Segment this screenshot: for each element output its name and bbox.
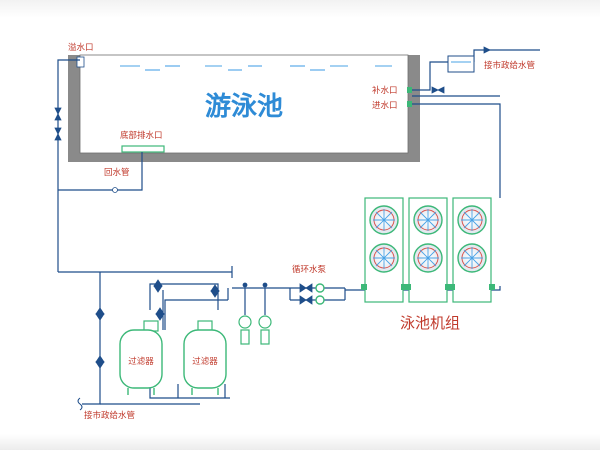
heat-pump-unit: [449, 197, 495, 303]
dosing-pump-icon: [258, 315, 272, 329]
valve-icon: [95, 361, 105, 369]
makeup-tank: [447, 55, 475, 73]
dosing-tank: [240, 329, 250, 345]
filter-2-label: 过滤器: [192, 356, 218, 367]
dosing-units: [238, 315, 272, 345]
municipal-top-label: 接市政给水管: [484, 60, 535, 71]
valve-icon: [153, 279, 163, 287]
pool: 游泳池: [68, 54, 420, 162]
valve-icon: [210, 290, 220, 298]
inlet-label: 进水口: [372, 100, 398, 111]
dosing-tank: [260, 329, 270, 345]
valve-icon: [153, 285, 163, 293]
municipal-bottom-label: 接市政给水管: [84, 410, 135, 421]
pipes: [57, 49, 540, 405]
inlet-fitting: [407, 101, 412, 107]
valve-icon: [437, 86, 445, 94]
dosing-pump-icon: [238, 315, 252, 329]
pump-icon: [315, 295, 325, 305]
valve-icon: [95, 355, 105, 363]
valve-icon: [54, 107, 62, 115]
pool-title: 游泳池: [205, 92, 283, 122]
valve-icon: [95, 313, 105, 321]
pump-icon: [315, 283, 325, 293]
valve-icon: [431, 86, 439, 94]
valve-icon: [483, 46, 491, 54]
valve-icon: [299, 295, 307, 305]
valve-icon: [242, 282, 248, 288]
filter-1-label: 过滤器: [128, 356, 154, 367]
valve-icon: [305, 295, 313, 305]
valve-icon: [54, 127, 62, 135]
unit-group-label: 泳池机组: [400, 314, 460, 332]
pool-basin: [79, 54, 409, 154]
return-pipe-label: 回水管: [104, 167, 130, 178]
overflow-label: 溢水口: [68, 42, 94, 53]
valve-icon: [54, 133, 62, 141]
filter-2: 过滤器: [183, 320, 227, 395]
heat-pump-unit: [405, 197, 451, 303]
overflow-fitting: [76, 56, 85, 68]
filter-1: 过滤器: [119, 320, 163, 395]
valve-icon: [305, 283, 313, 293]
pump-label: 循环水泵: [292, 264, 327, 275]
bottom-drain-grate: [121, 145, 165, 153]
makeup-fitting: [407, 87, 412, 93]
valve-icon: [112, 187, 118, 193]
bottom-shade: [0, 434, 600, 450]
pool-unit-group: [361, 197, 495, 303]
pipe-end-icon: [77, 397, 83, 411]
valve-icon: [299, 283, 307, 293]
valve-icon: [95, 307, 105, 315]
circulation-pumps: [315, 283, 325, 305]
valve-icon: [54, 113, 62, 121]
bottom-drain-label: 底部排水口: [120, 130, 163, 141]
valves: [54, 46, 491, 369]
heat-pump-unit: [361, 197, 407, 303]
top-shade: [0, 0, 600, 18]
valve-icon: [262, 282, 268, 288]
makeup-label: 补水口: [372, 85, 398, 96]
water-lines: [120, 65, 392, 71]
valve-icon: [155, 313, 165, 321]
